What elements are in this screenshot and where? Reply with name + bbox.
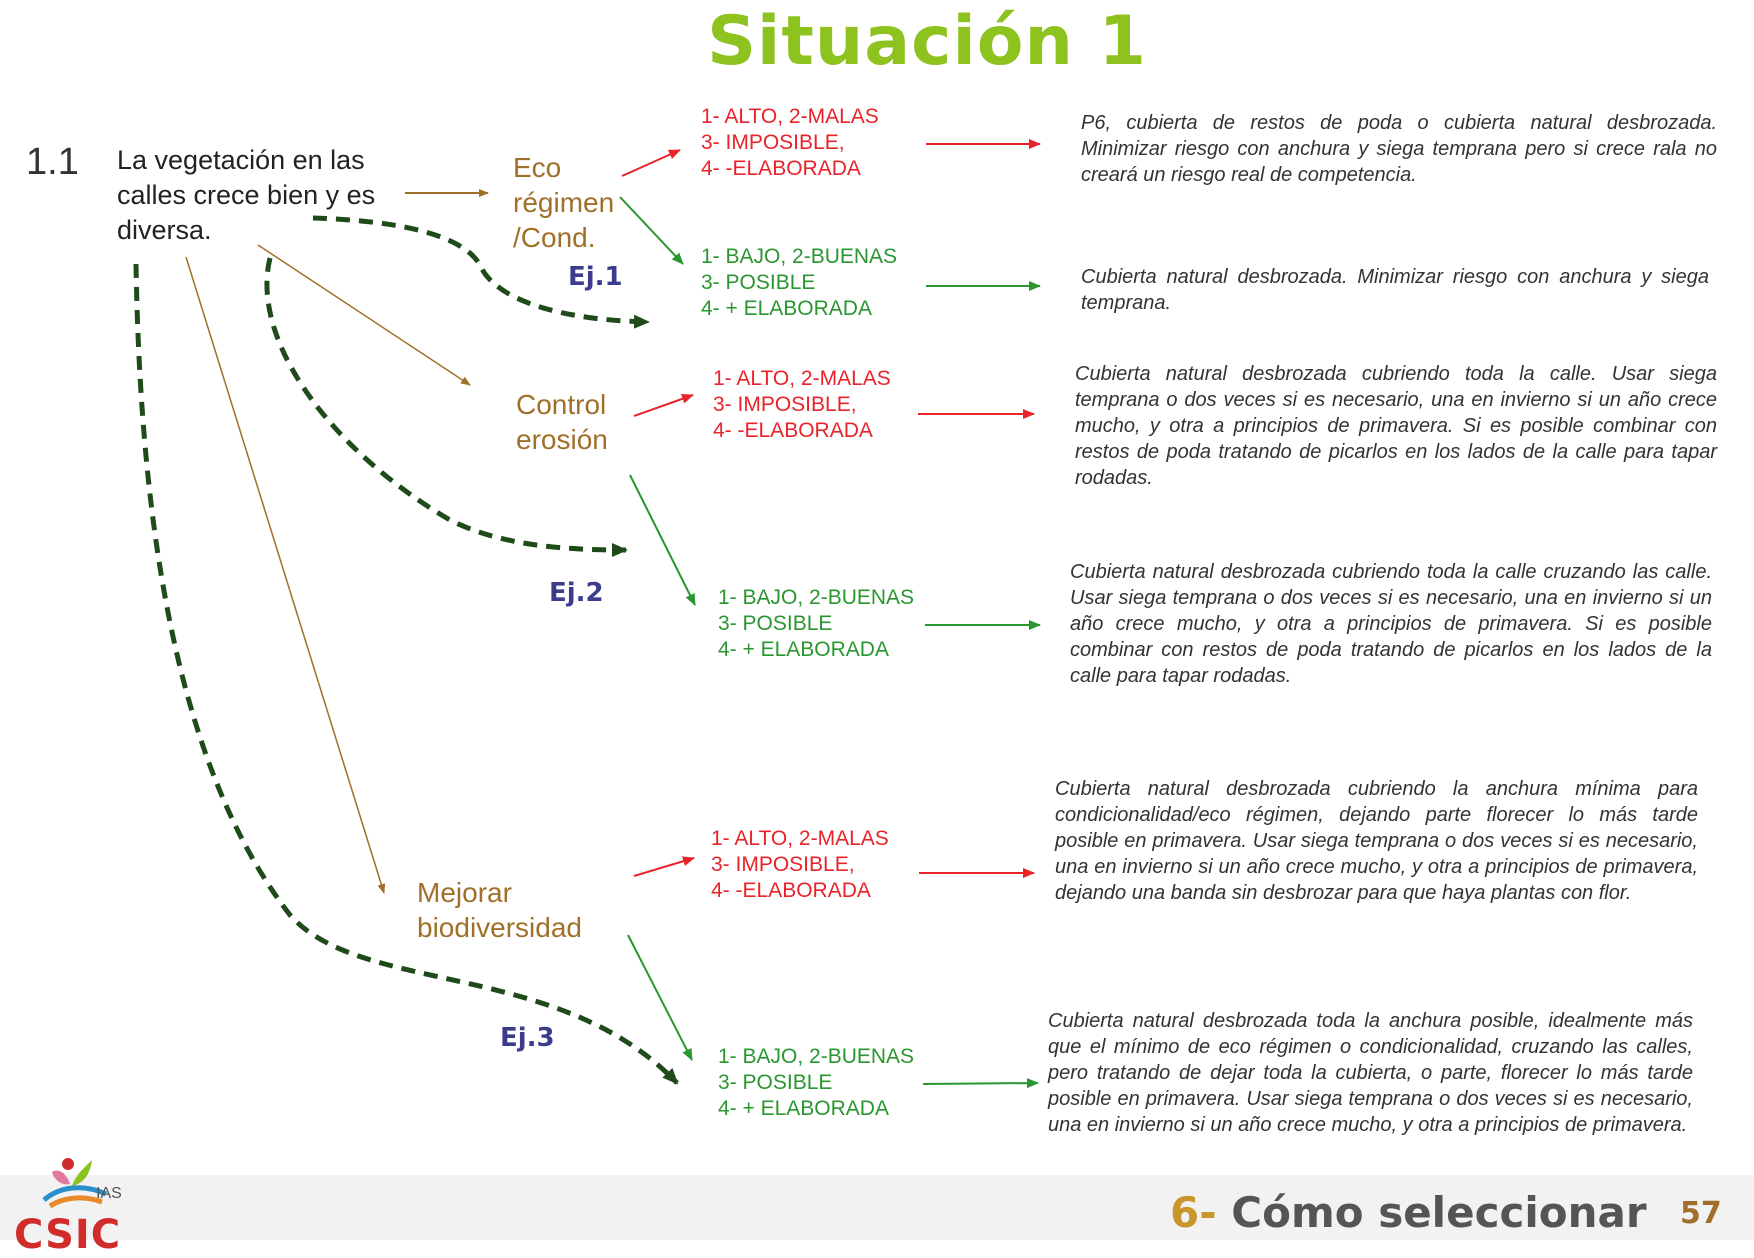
description-3: Cubierta natural desbrozada cubriendo to… <box>1075 363 1717 489</box>
example-label-1: Ej.1 <box>568 262 623 292</box>
option-line: 3- IMPOSIBLE, <box>711 853 855 876</box>
ias-logo-text: IAS <box>96 1185 122 1202</box>
option-line: 4- -ELABORADA <box>711 879 871 902</box>
arrow-erosion-high <box>633 393 694 417</box>
category-mejorar-biodiversidad: Mejorar biodiversidad <box>417 877 582 943</box>
option-block-low-risk-biodiversity: 1- BAJO, 2-BUENAS 3- POSIBLE 4- + ELABOR… <box>718 1044 914 1122</box>
page-number: 57 <box>1680 1196 1722 1231</box>
option-line: 4- + ELABORADA <box>701 297 872 320</box>
arrow-desc-6 <box>922 1078 1039 1089</box>
category-eco-regimen: Eco régimen /Cond. <box>513 152 615 253</box>
option-line: 4- -ELABORADA <box>713 419 873 442</box>
option-block-high-risk-biodiversity: 1- ALTO, 2-MALAS 3- IMPOSIBLE, 4- -ELABO… <box>711 826 889 904</box>
category-control-erosion: Control erosión <box>516 389 608 455</box>
footer-band <box>0 1175 1754 1240</box>
example-label-2: Ej.2 <box>549 578 604 608</box>
option-line: 3- IMPOSIBLE, <box>701 131 845 154</box>
option-line: 1- BAJO, 2-BUENAS <box>718 586 915 609</box>
option-line: 4- -ELABORADA <box>701 157 861 180</box>
dashed-path-ej2 <box>264 257 628 557</box>
option-line: 1- BAJO, 2-BUENAS <box>718 1045 915 1068</box>
arrow-eco-high <box>621 149 681 177</box>
option-line: 1- BAJO, 2-BUENAS <box>701 245 898 268</box>
option-line: 3- POSIBLE <box>718 612 833 635</box>
page-title: Situación 1 <box>707 2 1147 81</box>
footer-title: 6- Cómo seleccionar <box>1170 1188 1647 1237</box>
dashed-path-ej3 <box>133 263 679 1085</box>
example-label-3: Ej.3 <box>500 1023 555 1053</box>
description-2: Cubierta natural desbrozada. Minimizar r… <box>1081 266 1709 314</box>
option-block-high-risk-eco: 1- ALTO, 2-MALAS 3- IMPOSIBLE, 4- -ELABO… <box>701 104 879 182</box>
option-line: 1- ALTO, 2-MALAS <box>711 827 889 850</box>
description-1: P6, cubierta de restos de poda o cubiert… <box>1081 112 1717 186</box>
footer-heading: Cómo seleccionar <box>1231 1188 1647 1237</box>
arrow-to-biodiversity <box>185 256 386 894</box>
option-block-high-risk-erosion: 1- ALTO, 2-MALAS 3- IMPOSIBLE, 4- -ELABO… <box>713 366 891 444</box>
description-5: Cubierta natural desbrozada cubriendo la… <box>1055 778 1698 904</box>
option-line: 3- POSIBLE <box>718 1071 833 1094</box>
arrow-biodiversity-high <box>633 856 695 877</box>
arrow-to-erosion <box>257 244 471 386</box>
arrow-eco-low <box>619 196 684 265</box>
footer-prefix: 6- <box>1170 1188 1217 1237</box>
description-6: Cubierta natural desbrozada toda la anch… <box>1048 1010 1693 1136</box>
arrow-biodiversity-low <box>627 934 693 1061</box>
option-line: 1- ALTO, 2-MALAS <box>713 367 891 390</box>
option-line: 3- POSIBLE <box>701 271 816 294</box>
dashed-path-ej1 <box>312 215 650 329</box>
option-line: 3- IMPOSIBLE, <box>713 393 857 416</box>
option-block-low-risk-eco: 1- BAJO, 2-BUENAS 3- POSIBLE 4- + ELABOR… <box>701 244 897 322</box>
section-number: 1.1 <box>26 141 79 183</box>
option-line: 4- + ELABORADA <box>718 638 889 661</box>
description-4: Cubierta natural desbrozada cubriendo to… <box>1070 561 1712 687</box>
ias-logo-icon <box>42 1158 108 1209</box>
option-line: 4- + ELABORADA <box>718 1097 889 1120</box>
arrow-erosion-low <box>629 474 696 606</box>
csic-logo-text: CSIC <box>14 1212 122 1258</box>
option-block-low-risk-erosion: 1- BAJO, 2-BUENAS 3- POSIBLE 4- + ELABOR… <box>718 585 914 663</box>
section-statement: La vegetación en las calles crece bien y… <box>117 145 376 245</box>
option-line: 1- ALTO, 2-MALAS <box>701 105 879 128</box>
